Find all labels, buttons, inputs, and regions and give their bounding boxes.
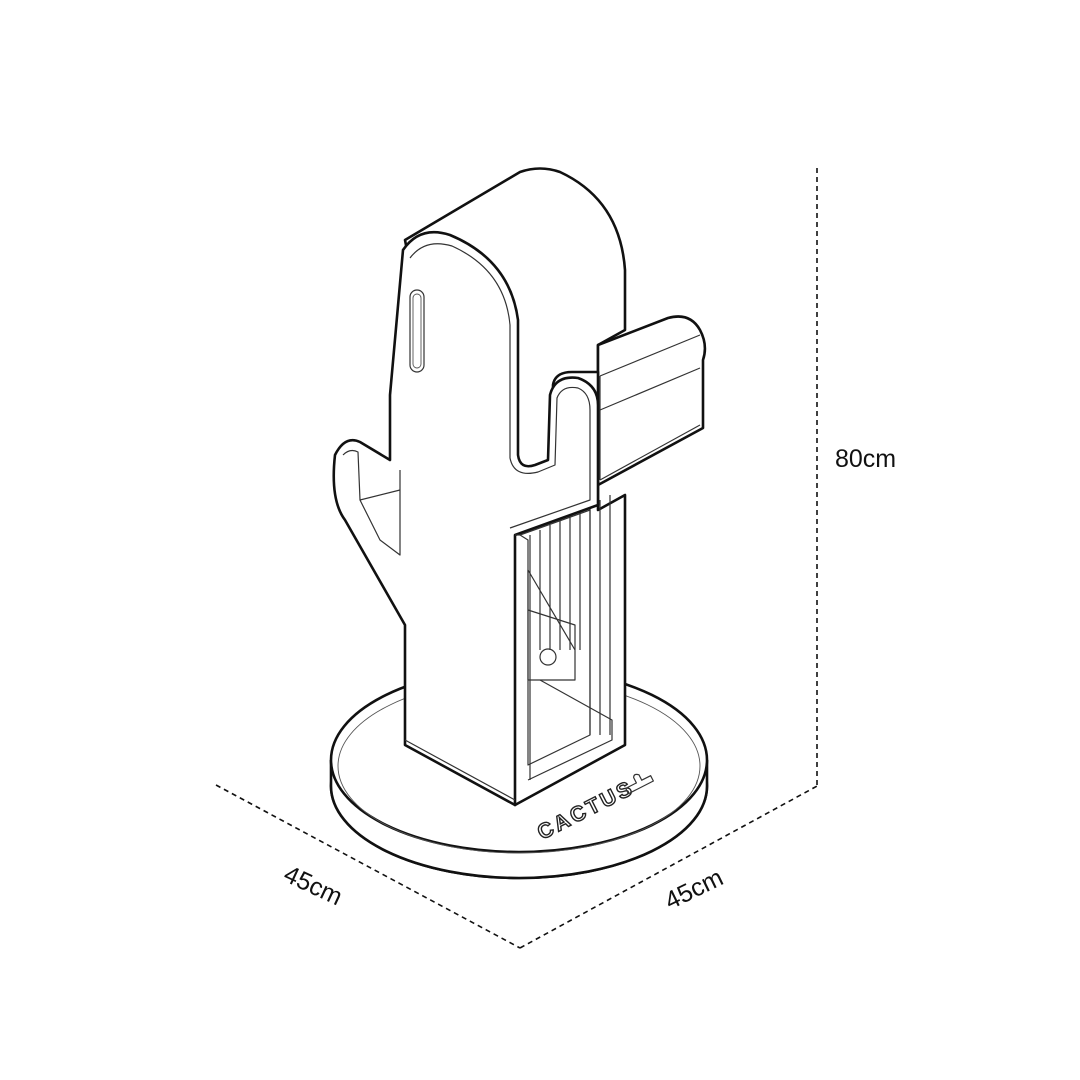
cactus-body-front xyxy=(332,230,600,807)
width-dimension-line xyxy=(519,784,820,949)
width-label: 45cm xyxy=(660,863,727,915)
cactus-logo-icon xyxy=(625,773,654,795)
depth-label: 45cm xyxy=(279,860,346,911)
handle-slot xyxy=(409,289,425,373)
depth-dimension-line xyxy=(215,784,521,949)
dimension-lines xyxy=(215,168,820,949)
height-label: 80cm xyxy=(835,445,896,473)
